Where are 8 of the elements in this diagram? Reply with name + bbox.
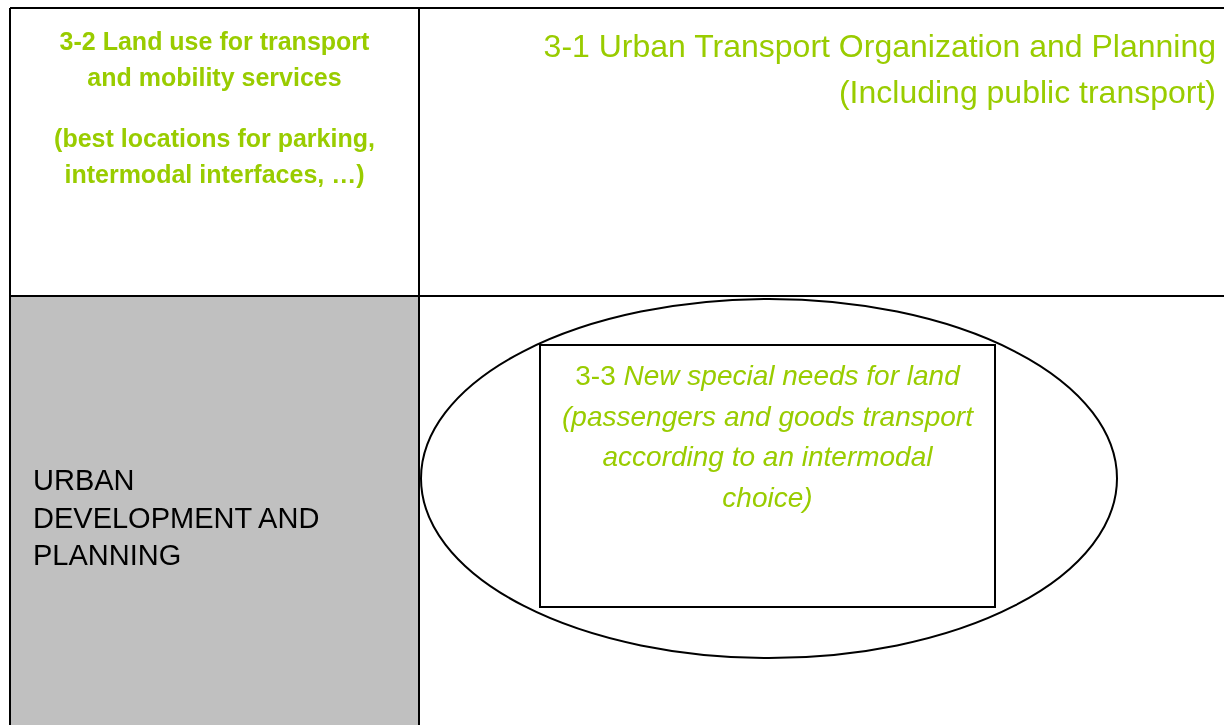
- text-box: [539, 344, 996, 608]
- note-text: (best locations for parking, intermodal interfaces, …): [53, 122, 376, 190]
- heading-text: 3-2 Land use for transport and mobility services: [58, 26, 371, 94]
- description-text: 3-3 New special needs for land (passengers and goods transport according to an intermodal choice): [561, 359, 975, 515]
- subheading-text: (Including public transport): [837, 73, 1216, 113]
- row-heading-text: URBAN DEVELOPMENT AND PLANNING: [33, 463, 321, 574]
- shaded-cell: [11, 297, 418, 725]
- heading-text: 3-1 Urban Transport Organization and Planning: [542, 27, 1216, 66]
